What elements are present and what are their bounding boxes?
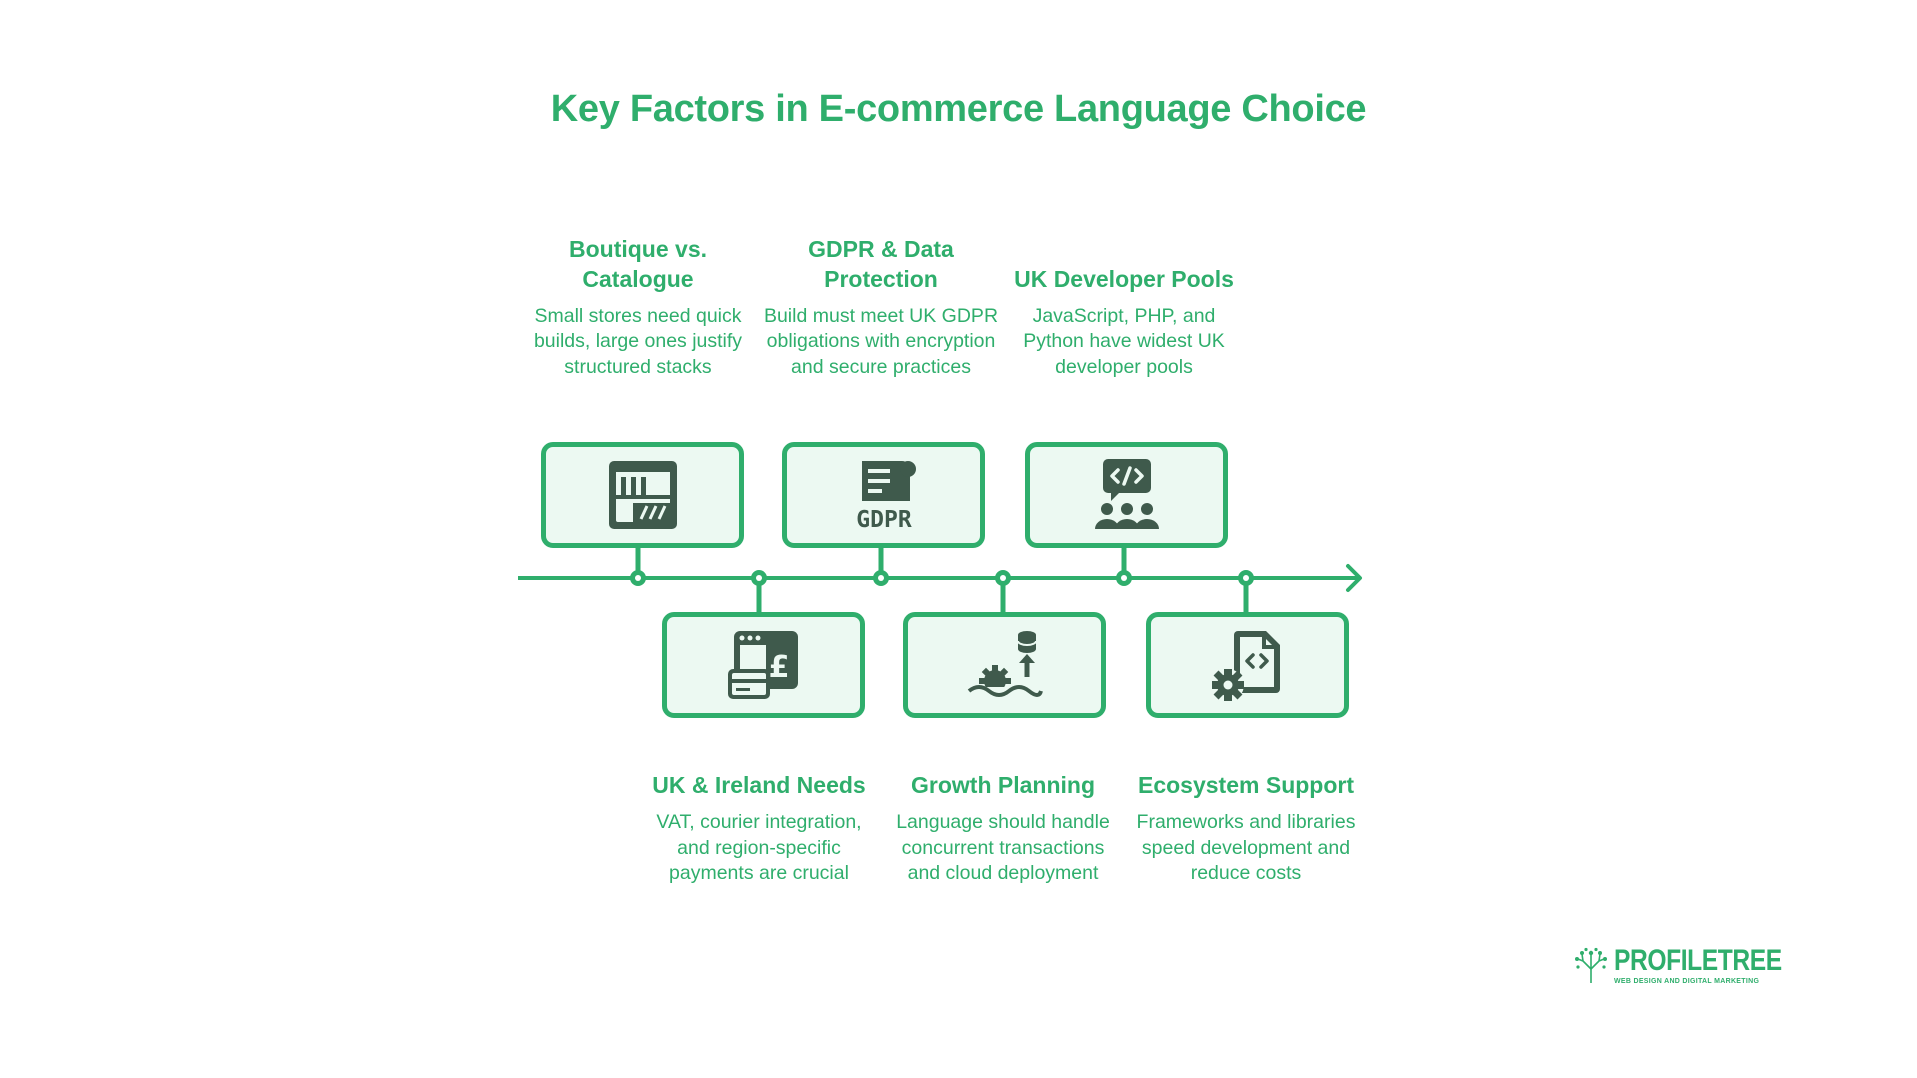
tree-logo-icon <box>1575 947 1607 983</box>
factor-boutique-text: Boutique vs. Catalogue Small stores need… <box>518 234 758 381</box>
timeline-node-center <box>1000 575 1006 581</box>
timeline-node-center <box>756 575 762 581</box>
factor-growth-text: Growth Planning Language should handle c… <box>883 770 1123 887</box>
factor-ecosystem-text: Ecosystem Support Frameworks and librari… <box>1126 770 1366 887</box>
timeline-node-center <box>635 575 641 581</box>
factor-description: Small stores need quick builds, large on… <box>533 304 743 378</box>
factor-uk-ireland-text: UK & Ireland Needs VAT, courier integrat… <box>639 770 879 887</box>
timeline-arrowhead <box>1346 564 1362 592</box>
timeline-node-center <box>1121 575 1127 581</box>
storefront-icon <box>608 461 677 529</box>
timeline-node-center <box>878 575 884 581</box>
factor-gdpr-text: GDPR & Data Protection Build must meet U… <box>761 234 1001 381</box>
logo-tagline: WEB DESIGN AND DIGITAL MARKETING <box>1614 978 1760 985</box>
logo-name: PROFILETREE <box>1614 944 1782 977</box>
page-title: Key Factors in E-commerce Language Choic… <box>550 88 1367 130</box>
factor-box-gdpr: GDPR <box>782 442 985 548</box>
factor-title: GDPR & Data Protection <box>808 235 954 292</box>
factor-title: UK & Ireland Needs <box>652 772 866 798</box>
factor-title: UK Developer Pools <box>1014 265 1234 292</box>
developer-team-icon <box>1094 459 1159 529</box>
factor-title: Growth Planning <box>911 772 1095 798</box>
factor-description: Language should handle concurrent transa… <box>896 811 1110 884</box>
payment-pound-icon: £ <box>727 631 798 699</box>
factor-box-growth <box>903 612 1106 718</box>
gdpr-icon-text: GDPR <box>856 507 912 533</box>
svg-text:£: £ <box>768 650 789 685</box>
factor-title: Ecosystem Support <box>1138 772 1354 798</box>
factor-description: Build must meet UK GDPR obligations with… <box>763 304 999 378</box>
factor-description: JavaScript, PHP, and Python have widest … <box>1023 304 1225 378</box>
factor-description: Frameworks and libraries speed developme… <box>1136 811 1356 884</box>
factor-description: VAT, courier integration, and region-spe… <box>656 811 862 884</box>
factor-box-uk-ireland: £ <box>662 612 865 718</box>
timeline-node-center <box>1243 575 1249 581</box>
factor-box-developer-pools <box>1025 442 1228 548</box>
factor-title: Boutique vs. Catalogue <box>568 235 707 292</box>
code-settings-icon <box>1211 631 1280 701</box>
factor-box-ecosystem <box>1146 612 1349 718</box>
gdpr-document-icon: GDPR <box>856 461 916 533</box>
factor-box-boutique <box>541 442 744 548</box>
factor-developer-pools-text: UK Developer Pools JavaScript, PHP, and … <box>1004 264 1244 381</box>
profiletree-logo: PROFILETREE WEB DESIGN AND DIGITAL MARKE… <box>1574 946 1819 985</box>
growth-database-icon <box>967 631 1043 697</box>
